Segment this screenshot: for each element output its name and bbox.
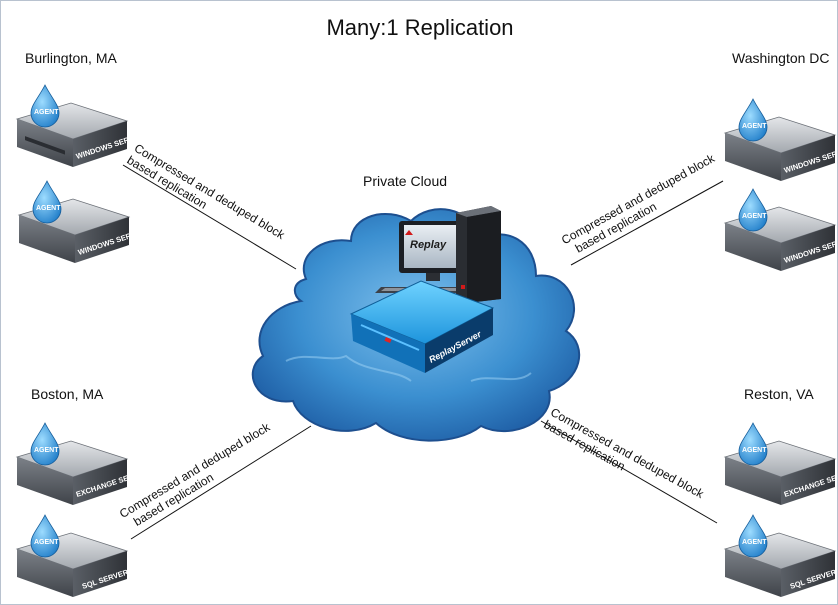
cloud-label: Private Cloud bbox=[363, 173, 448, 189]
site-label-burlington: Burlington, MA bbox=[25, 50, 117, 66]
agent-label: AGENT bbox=[34, 539, 59, 546]
replay-brand-text: Replay bbox=[410, 239, 447, 251]
diagram-title: Many:1 Replication bbox=[326, 15, 514, 40]
agent-label: AGENT bbox=[742, 213, 767, 220]
exchange-server-boston: EXCHANGE SERVER AGENT bbox=[15, 422, 131, 505]
site-label-washington: Washington DC bbox=[732, 50, 830, 66]
agent-drop-icon bbox=[32, 180, 62, 224]
agent-label: AGENT bbox=[742, 447, 767, 454]
agent-drop-icon bbox=[30, 422, 60, 466]
agent-drop-icon bbox=[30, 84, 60, 128]
agent-drop-icon bbox=[738, 98, 768, 142]
agent-label: AGENT bbox=[34, 109, 59, 116]
site-label-reston: Reston, VA bbox=[744, 386, 814, 402]
site-label-boston: Boston, MA bbox=[31, 386, 104, 402]
agent-label: AGENT bbox=[34, 447, 59, 454]
replay-server-appliance: ReplayServer bbox=[349, 280, 495, 373]
agent-drop-icon bbox=[738, 514, 768, 558]
link-line-boston bbox=[130, 425, 312, 540]
agent-drop-icon bbox=[738, 188, 768, 232]
sql-server-reston: SQL SERVER AGENT bbox=[723, 514, 837, 597]
windows-server-burlington-1: WINDOWS SERVER AGENT bbox=[15, 84, 131, 167]
windows-server-washington-2: WINDOWS SERVER AGENT bbox=[723, 188, 837, 271]
link-line-reston bbox=[540, 420, 718, 524]
agent-drop-icon bbox=[30, 514, 60, 558]
agent-label: AGENT bbox=[742, 123, 767, 130]
agent-drop-icon bbox=[738, 422, 768, 466]
windows-server-burlington-2: WINDOWS SERVER AGENT bbox=[17, 180, 133, 263]
agent-label: AGENT bbox=[742, 539, 767, 546]
windows-server-washington-1: WINDOWS SERVER AGENT bbox=[723, 98, 837, 181]
link-line-washington bbox=[570, 180, 724, 266]
sql-server-boston: SQL SERVER AGENT bbox=[15, 514, 130, 597]
exchange-server-reston: EXCHANGE SERVER AGENT bbox=[723, 422, 837, 505]
link-line-burlington bbox=[122, 164, 297, 270]
agent-label: AGENT bbox=[36, 205, 61, 212]
